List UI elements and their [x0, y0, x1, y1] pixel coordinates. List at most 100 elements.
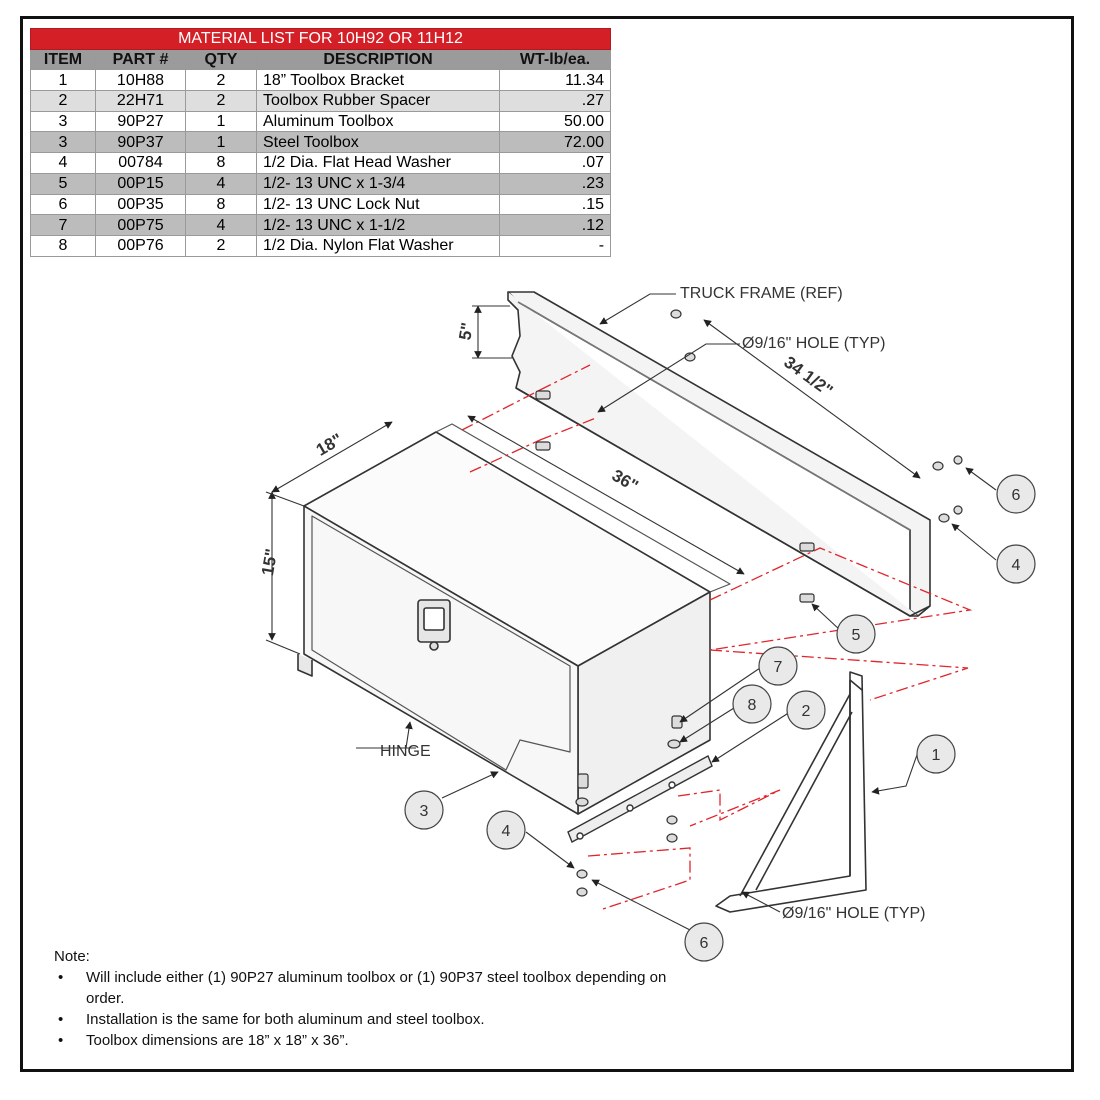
callout-1: 1	[916, 734, 956, 774]
cell-qty: 1	[185, 110, 257, 133]
dim-box-height: 15"	[258, 547, 281, 577]
table-row: 3 90P37 1 Steel Toolbox 72.00	[30, 131, 612, 154]
bolt-icon	[799, 542, 815, 552]
truck-frame-label: TRUCK FRAME (REF)	[680, 285, 843, 302]
cell-qty: 1	[185, 131, 257, 154]
dim-box-depth: 18"	[313, 430, 346, 460]
header-weight: WT-lb/ea.	[498, 48, 612, 71]
bolt-icon	[535, 390, 551, 400]
cell-part: 90P27	[95, 110, 186, 133]
notes-list: Will include either (1) 90P27 aluminum t…	[54, 967, 694, 1051]
washer-icon	[576, 869, 588, 879]
callout-3-label: 3	[420, 803, 429, 820]
callout-5-label: 5	[852, 627, 861, 644]
cell-item: 4	[30, 152, 96, 174]
dimension-lines	[265, 305, 921, 655]
cell-part: 00P15	[95, 172, 186, 195]
callout-4-bottom: 4	[486, 810, 526, 850]
cell-description: 1/2- 13 UNC Lock Nut	[256, 193, 500, 216]
callout-8-label: 8	[748, 697, 757, 714]
table-row: 8 00P76 2 1/2 Dia. Nylon Flat Washer -	[30, 234, 612, 257]
washer-icon	[575, 797, 589, 807]
bolt-icon	[535, 441, 551, 451]
cell-part: 00784	[95, 152, 186, 174]
table-row: 6 00P35 8 1/2- 13 UNC Lock Nut .15	[30, 193, 612, 216]
dim-frame-height: 5"	[455, 321, 477, 342]
callout-1-label: 1	[932, 747, 941, 764]
note-item: Installation is the same for both alumin…	[58, 1009, 694, 1030]
cell-item: 3	[30, 131, 96, 154]
washer-icon	[667, 739, 681, 749]
toolbox	[297, 423, 731, 815]
callout-6-top-label: 6	[1012, 487, 1021, 504]
cell-description: 1/2- 13 UNC x 1-3/4	[256, 172, 500, 195]
lock-nut-icon	[670, 309, 682, 319]
hinge-label: HINGE	[380, 743, 431, 760]
cell-description: 1/2 Dia. Nylon Flat Washer	[256, 234, 500, 257]
callout-3: 3	[404, 790, 444, 830]
dim-box-length: 36"	[609, 466, 642, 496]
cell-description: Steel Toolbox	[256, 131, 500, 154]
lock-nut-icon	[932, 461, 944, 471]
hole-label-bottom: Ø9/16" HOLE (TYP)	[782, 905, 926, 922]
callout-4-bottom-label: 4	[502, 823, 511, 840]
material-list-table: MATERIAL LIST FOR 10H92 OR 11H12 ITEM PA…	[29, 28, 612, 257]
cell-weight: .12	[498, 214, 612, 236]
cell-qty: 2	[185, 90, 257, 112]
cell-item: 2	[30, 90, 96, 112]
table-title-row: MATERIAL LIST FOR 10H92 OR 11H12	[29, 28, 612, 50]
cell-qty: 2	[185, 234, 257, 257]
cell-item: 3	[30, 110, 96, 133]
cell-part: 00P76	[95, 234, 186, 257]
notes-section: Note: Will include either (1) 90P27 alum…	[54, 946, 694, 1051]
cell-weight: .15	[498, 193, 612, 216]
lock-nut-icon	[953, 455, 963, 465]
cell-weight: 11.34	[498, 69, 612, 92]
callout-7-label: 7	[774, 659, 783, 676]
cell-description: Toolbox Rubber Spacer	[256, 90, 500, 112]
page-border	[20, 16, 1074, 1072]
lock-nut-icon	[666, 833, 678, 843]
cell-item: 6	[30, 193, 96, 216]
cell-qty: 2	[185, 69, 257, 92]
washer-icon	[666, 815, 678, 825]
cell-description: Aluminum Toolbox	[256, 110, 500, 133]
cell-description: 18” Toolbox Bracket	[256, 69, 500, 92]
lock-nut-icon	[576, 887, 588, 897]
callout-6-top: 6	[996, 474, 1036, 514]
rubber-spacer	[567, 755, 713, 843]
dim-frame-length: 34 1/2"	[780, 353, 836, 401]
table-row: 7 00P75 4 1/2- 13 UNC x 1-1/2 .12	[30, 214, 612, 236]
table-title: MATERIAL LIST FOR 10H92 OR 11H12	[29, 28, 612, 50]
callout-2-label: 2	[802, 703, 811, 720]
cell-item: 7	[30, 214, 96, 236]
toolbox-bracket	[715, 671, 867, 913]
table-row: 2 22H71 2 Toolbox Rubber Spacer .27	[30, 90, 612, 112]
cell-qty: 4	[185, 172, 257, 195]
header-description: DESCRIPTION	[256, 48, 500, 71]
cell-weight: .07	[498, 152, 612, 174]
table-row: 3 90P27 1 Aluminum Toolbox 50.00	[30, 110, 612, 133]
callout-6-bottom-label: 6	[700, 935, 709, 952]
callout-7: 7	[758, 646, 798, 686]
cell-weight: .23	[498, 172, 612, 195]
cell-description: 1/2- 13 UNC x 1-1/2	[256, 214, 500, 236]
table-row: 4 00784 8 1/2 Dia. Flat Head Washer .07	[30, 152, 612, 174]
callout-2: 2	[786, 690, 826, 730]
washer-icon	[953, 505, 963, 515]
hole-label-top: Ø9/16" HOLE (TYP)	[742, 335, 886, 352]
callout-5: 5	[836, 614, 876, 654]
note-item: Will include either (1) 90P27 aluminum t…	[58, 967, 694, 1009]
bolt-icon	[577, 773, 589, 789]
cell-weight: -	[498, 234, 612, 257]
cell-item: 1	[30, 69, 96, 92]
callout-6-bottom: 6	[684, 922, 724, 962]
cell-part: 22H71	[95, 90, 186, 112]
callout-4-top-label: 4	[1012, 557, 1021, 574]
note-item: Toolbox dimensions are 18” x 18” x 36”.	[58, 1030, 694, 1051]
washer-icon	[938, 513, 950, 523]
hardware	[535, 309, 963, 897]
bolt-icon	[799, 593, 815, 603]
callout-8: 8	[732, 684, 772, 724]
